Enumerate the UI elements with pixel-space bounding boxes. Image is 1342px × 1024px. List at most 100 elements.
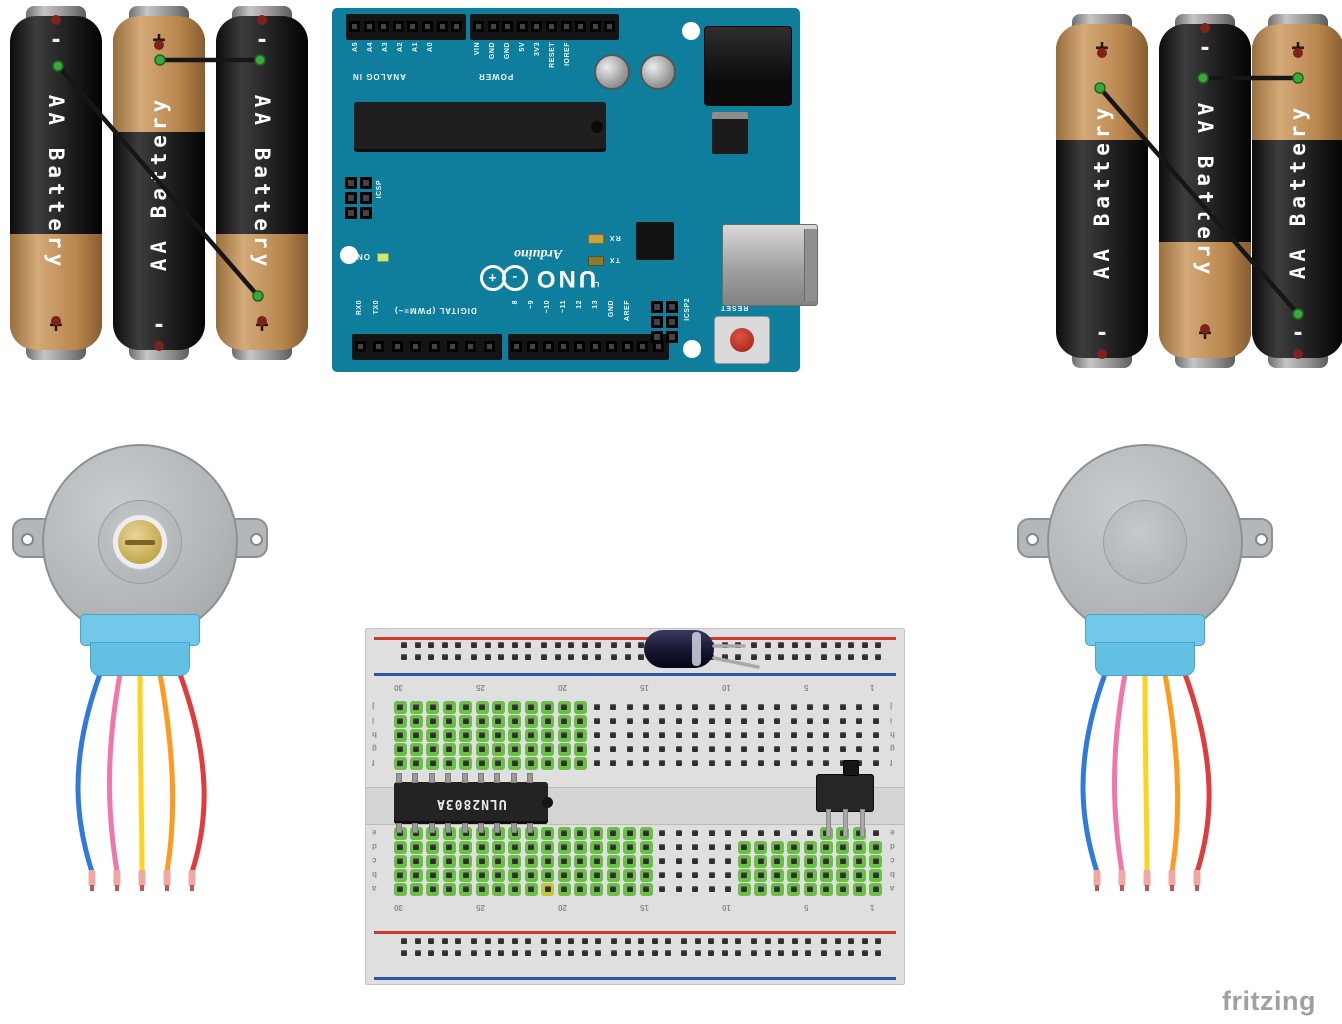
breadboard-hole[interactable] [791,938,798,944]
header-pin[interactable] [447,341,458,352]
breadboard-hole[interactable] [581,938,588,944]
breadboard-hole[interactable] [757,718,764,724]
breadboard-hole[interactable] [561,704,567,710]
breadboard-hole[interactable] [511,830,518,836]
breadboard-hole[interactable] [495,746,502,752]
breadboard-hole[interactable] [593,872,600,878]
wire-tip[interactable] [188,870,196,886]
wire-tip[interactable] [88,870,96,886]
breadboard-hole[interactable] [659,746,666,752]
header-pin[interactable] [637,341,649,352]
breadboard-hole[interactable] [577,872,584,878]
header-pin[interactable] [473,21,484,32]
breadboard-hole[interactable] [805,654,811,660]
wire-tip[interactable] [1143,870,1151,886]
breadboard-hole[interactable] [610,844,617,850]
breadboard-hole[interactable] [498,950,504,956]
breadboard-hole[interactable] [807,830,813,836]
breadboard-hole[interactable] [414,938,421,944]
breadboard-hole[interactable] [479,704,485,710]
breadboard-hole[interactable] [692,746,699,752]
breadboard-hole[interactable] [429,858,436,864]
breadboard-hole[interactable] [675,830,682,836]
aa-battery[interactable]: + AA Battery - [1252,14,1342,368]
icsp-pin[interactable] [651,301,663,313]
breadboard-hole[interactable] [856,830,863,836]
breadboard-hole[interactable] [593,858,600,864]
breadboard-hole[interactable] [495,760,502,766]
breadboard-hole[interactable] [610,732,617,738]
breadboard-hole[interactable] [577,830,584,836]
breadboard-hole[interactable] [721,938,728,944]
breadboard-hole[interactable] [595,654,601,660]
breadboard-hole[interactable] [446,872,453,878]
breadboard-hole[interactable] [568,642,574,648]
header-pin[interactable] [653,341,665,352]
breadboard-hole[interactable] [528,704,535,710]
breadboard-hole[interactable] [875,938,881,944]
breadboard-hole[interactable] [659,830,666,836]
breadboard-hole[interactable] [624,642,631,648]
header-pin[interactable] [373,341,385,352]
slide-switch[interactable] [816,760,874,837]
breadboard-hole[interactable] [577,704,584,710]
breadboard-hole[interactable] [708,886,715,892]
breadboard-hole[interactable] [741,830,748,836]
breadboard-hole[interactable] [872,718,879,724]
breadboard-hole[interactable] [610,872,617,878]
breadboard-hole[interactable] [541,642,547,648]
breadboard-hole[interactable] [735,950,741,956]
breadboard-hole[interactable] [561,830,567,836]
breadboard-hole[interactable] [861,642,868,648]
breadboard-hole[interactable] [541,938,547,944]
breadboard-hole[interactable] [823,886,830,892]
breadboard-hole[interactable] [821,654,827,660]
breadboard-hole[interactable] [805,938,811,944]
header-pin[interactable] [511,341,522,352]
breadboard-hole[interactable] [484,654,491,660]
breadboard-hole[interactable] [839,844,846,850]
breadboard-hole[interactable] [735,654,741,660]
header-pin[interactable] [558,341,570,352]
breadboard-hole[interactable] [778,950,784,956]
breadboard-hole[interactable] [429,746,436,752]
breadboard-hole[interactable] [511,950,518,956]
motor-wire[interactable] [75,672,103,875]
stepper-motor-right[interactable] [1017,444,1273,914]
breadboard-hole[interactable] [834,654,841,660]
breadboard-hole[interactable] [428,938,434,944]
breadboard-hole[interactable] [872,746,879,752]
breadboard-hole[interactable] [397,858,403,864]
breadboard-hole[interactable] [495,844,502,850]
breadboard-hole[interactable] [429,830,436,836]
breadboard-hole[interactable] [554,654,561,660]
header-pin[interactable] [590,341,601,352]
breadboard-hole[interactable] [441,654,448,660]
breadboard-hole[interactable] [610,704,617,710]
breadboard-hole[interactable] [624,654,631,660]
breadboard-hole[interactable] [839,718,846,724]
breadboard-hole[interactable] [839,886,846,892]
breadboard-hole[interactable] [397,886,403,892]
breadboard-hole[interactable] [462,718,469,724]
arduino-uno-board[interactable]: ANALOG IN POWER ICSP ICSP2 ON UNO - + Ar… [332,8,818,372]
breadboard-hole[interactable] [659,704,666,710]
breadboard-hole[interactable] [544,830,551,836]
breadboard-hole[interactable] [675,704,682,710]
breadboard-hole[interactable] [821,938,827,944]
header-pin[interactable] [604,21,616,32]
breadboard-hole[interactable] [561,858,567,864]
breadboard-hole[interactable] [875,642,881,648]
switch-knob[interactable] [843,760,859,776]
breadboard-hole[interactable] [581,950,588,956]
breadboard-hole[interactable] [791,654,798,660]
breadboard-hole[interactable] [643,732,649,738]
breadboard-hole[interactable] [861,938,868,944]
breadboard-hole[interactable] [757,704,764,710]
breadboard-hole[interactable] [595,642,601,648]
breadboard-hole[interactable] [872,760,879,766]
header-pin[interactable] [422,21,433,32]
breadboard-hole[interactable] [479,872,485,878]
breadboard-hole[interactable] [764,938,771,944]
breadboard-hole[interactable] [414,642,421,648]
